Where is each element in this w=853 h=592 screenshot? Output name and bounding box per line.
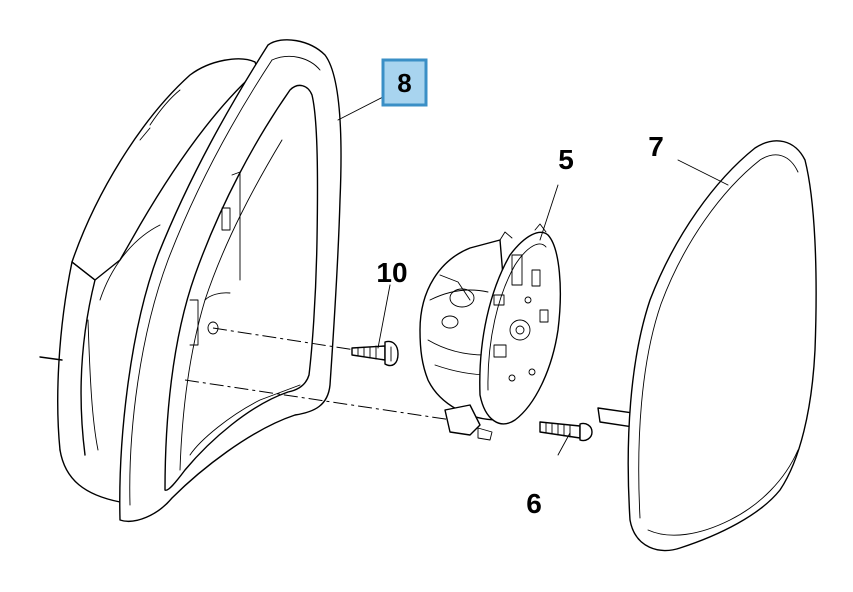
leader-lines [337,95,729,456]
assembly-centerlines [184,327,466,423]
callout-8-box [381,58,428,107]
callout-6-label: 6 [526,488,542,519]
part-8-mirror-housing [39,39,342,522]
callout-8-highlighted: 8 [381,58,428,107]
callout-8-label: 8 [397,68,411,98]
callout-7-label: 7 [648,131,664,162]
part-7-mirror-glass [597,140,817,552]
part-5-actuator [419,223,561,441]
callout-5-label: 5 [558,144,574,175]
callout-10-label: 10 [376,257,407,288]
part-6-screw [539,421,593,442]
part-10-screw [351,340,399,367]
